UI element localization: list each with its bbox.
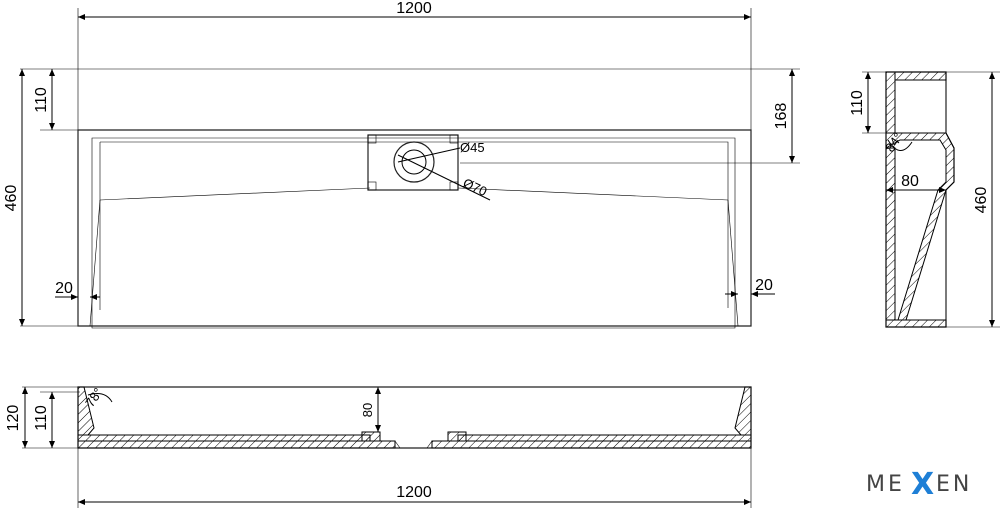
side-top-wall [894,71,947,81]
brand-prefix: ME [866,472,905,497]
side-height-label: 460 [973,187,990,214]
slope-line-right [457,187,729,201]
side-top-label: 110 [849,90,866,116]
side-bottom-wall [885,319,947,328]
front-drain-outlet [394,440,433,449]
drain-corner [449,181,459,191]
drain-corner [367,134,377,144]
left-wall-label: 20 [55,280,73,297]
brand-mark: X [911,467,937,502]
brand-logo: ME X EN [866,467,972,502]
front-right-wall [734,386,752,436]
front-inner-height-label: 110 [33,405,50,431]
side-slope-wall [897,189,947,321]
top-view: 1200 460 110 168 Ø [3,0,800,329]
slope-edge-left [89,199,101,327]
front-view: 120 110 80 1200 78° [5,385,752,508]
front-base-right [431,440,752,449]
side-back-wall-upper [885,71,896,134]
side-back-wall [885,147,896,321]
drain-inner-circle [401,149,427,175]
front-bottom-right [457,434,752,442]
side-profile-outline [885,71,955,328]
side-front-lip [885,132,955,191]
top-width-label: 1200 [396,0,432,17]
side-depth-label: 80 [901,173,919,190]
front-bottom-left [77,434,371,442]
drain-leader-70 [397,154,491,201]
slope-line-left [99,187,371,201]
drain-corner [449,134,459,144]
drain-inner-label: Ø45 [460,140,485,155]
side-view: 110 460 84° 80 [849,71,1000,328]
drain-outer-circle [393,141,435,183]
drain-corner [367,181,377,191]
front-left-wall [77,386,95,436]
basin-inner-rim [100,141,729,308]
drain-recess [367,134,459,191]
front-angle-arc [87,393,113,403]
drain-offset-label: 168 [773,103,790,130]
front-base-left [77,440,396,449]
front-width-label: 1200 [396,484,432,501]
slope-edge-right [727,199,739,327]
front-outer-height-label: 120 [5,405,22,432]
brand-suffix: EN [936,472,972,497]
side-angle-arc [887,139,913,151]
top-height-label: 460 [3,185,20,212]
top-rim-label: 110 [33,87,50,113]
basin-inner-outline [91,137,736,329]
drain-outer-label: Ø70 [461,175,490,199]
front-drain-left [361,431,381,442]
basin-outer-outline [77,129,752,327]
right-wall-label: 20 [755,277,773,294]
front-drain-right [447,431,467,442]
front-basin-depth-label: 80 [360,403,375,417]
